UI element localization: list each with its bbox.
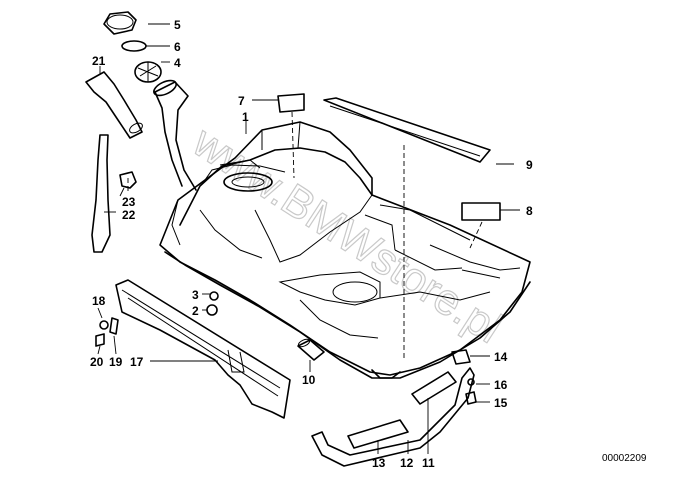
clip-19 [109,317,119,335]
callout-22: 22 [122,208,136,222]
bolt-18 [99,320,109,330]
callout-8: 8 [526,204,533,218]
shield-17 [115,279,291,419]
leader-lines [97,23,520,454]
ring-6 [121,40,147,52]
washer-2 [206,304,218,316]
callout-16: 16 [494,378,508,392]
callout-14: 14 [494,350,508,364]
nut-16 [467,378,475,386]
callout-11: 11 [422,456,435,470]
clip-23 [119,171,137,189]
callout-18: 18 [92,294,106,308]
callout-9: 9 [526,158,533,172]
callout-2: 2 [192,304,199,318]
strip-9 [323,97,491,163]
bracket-14 [451,349,471,365]
callout-5: 5 [174,18,181,32]
gasket-4 [134,61,162,83]
callout-1: 1 [242,110,249,124]
callout-10: 10 [302,373,316,387]
callout-4: 4 [174,56,181,70]
callout-3: 3 [192,288,199,302]
callout-21: 21 [92,54,106,68]
callout-6: 6 [174,40,181,54]
callout-12: 12 [400,456,414,470]
callout-23: 23 [122,195,136,209]
pad-8 [461,202,501,221]
pad-11 [411,371,457,405]
callout-17: 17 [130,355,144,369]
watermark: www.BMWstore.pl [184,117,511,353]
callout-15: 15 [494,396,508,410]
diagram-code: 00002209 [602,453,647,464]
vent-tube-22 [91,134,111,253]
filler-pipe-21 [85,71,143,139]
filler-neck [153,79,197,191]
assembly-line-7 [291,111,295,179]
pad-13 [347,419,409,449]
screw-20 [95,333,105,347]
callout-20: 20 [90,355,104,369]
assembly-line-8 [469,221,483,249]
callout-13: 13 [372,456,386,470]
cap-5 [103,11,137,35]
callout-7: 7 [238,94,245,108]
nut-3 [209,291,219,301]
fuel-tank [159,121,531,379]
sleeve-10 [297,338,325,361]
pad-7 [277,93,305,113]
strap-12 [311,367,475,467]
callout-19: 19 [109,355,123,369]
